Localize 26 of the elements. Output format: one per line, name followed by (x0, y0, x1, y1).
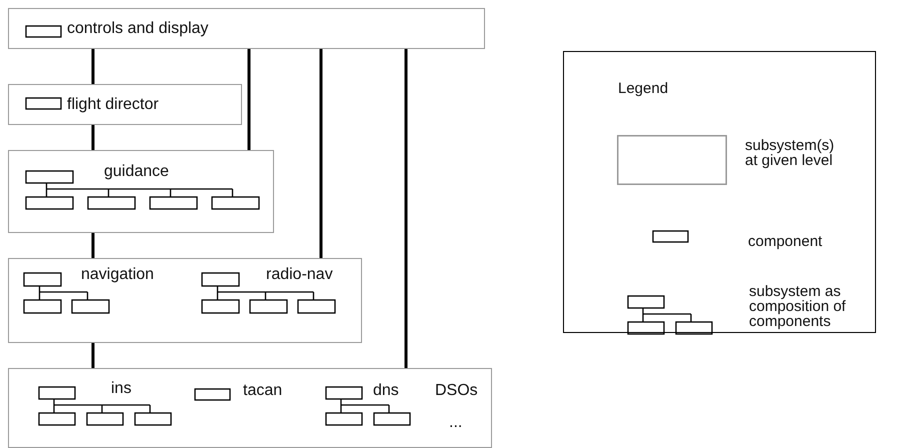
subsystem-label: dns (373, 382, 399, 400)
connector-line (320, 49, 322, 258)
legend-text: subsystem as composition of components (749, 284, 847, 329)
legend-text: component (748, 234, 824, 249)
subsystem-box (8, 258, 362, 343)
subsystem-label: guidance (104, 163, 169, 181)
subsystem-label: controls and display (67, 20, 208, 38)
subsystem-label: ins (111, 380, 132, 398)
subsystem-label: ... (449, 414, 462, 432)
connector-line (404, 49, 408, 368)
subsystem-label: radio-nav (266, 266, 333, 284)
subsystem-box (8, 84, 242, 125)
connector-line (92, 343, 94, 368)
legend-title: Legend (618, 80, 668, 98)
connector-line (92, 233, 94, 258)
subsystem-label: flight director (67, 96, 159, 114)
subsystem-label: tacan (243, 382, 282, 400)
connector-line (92, 125, 94, 150)
connector-line (92, 49, 94, 84)
subsystem-label: navigation (81, 266, 154, 284)
connector-line (248, 49, 250, 150)
subsystem-box (8, 368, 492, 448)
subsystem-box (8, 150, 274, 233)
subsystem-label: DSOs (435, 382, 478, 400)
subsystem-box (8, 8, 485, 49)
legend-text: subsystem(s) at given level (745, 138, 836, 168)
